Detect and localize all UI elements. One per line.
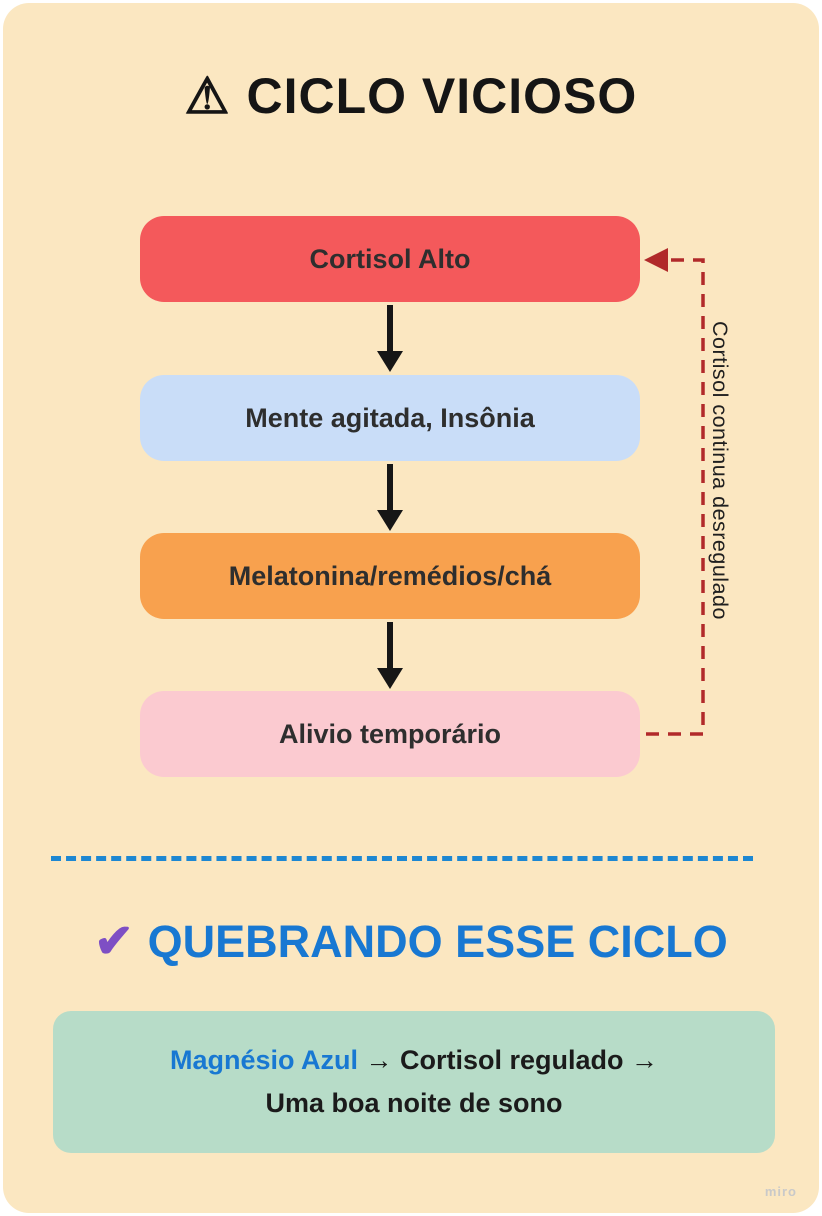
solution-line-1: Magnésio Azul → Cortisol regulado →: [170, 1039, 658, 1082]
warning-icon: ⚠: [184, 68, 231, 124]
feedback-arrowhead-icon: [644, 248, 668, 272]
down-arrow-icon: [387, 464, 393, 510]
flow-step-mente-agitada: Mente agitada, Insônia: [140, 375, 640, 461]
page-title-text: CICLO VICIOSO: [246, 68, 638, 124]
down-arrow-icon: [387, 305, 393, 351]
page-title: ⚠ CICLO VICIOSO: [3, 67, 819, 125]
solution-highlight: Magnésio Azul: [169, 1045, 358, 1075]
flow-step-alivio-temporario: Alivio temporário: [140, 691, 640, 777]
arrow-right-icon: →: [365, 1045, 393, 1075]
flow-step-label: Melatonina/remédios/chá: [228, 560, 552, 591]
flow-step-label: Alivio temporário: [278, 718, 502, 749]
check-icon: ✔: [94, 914, 134, 967]
section-divider: [51, 856, 753, 861]
feedback-label: Cortisol continua desregulado: [708, 321, 732, 620]
solution-box: Magnésio Azul → Cortisol regulado → Uma …: [53, 1011, 775, 1153]
down-arrow-icon: [387, 622, 393, 668]
flow-step-melatonina: Melatonina/remédios/chá: [140, 533, 640, 619]
flow-step-label: Mente agitada, Insônia: [245, 402, 535, 433]
miro-watermark: miro: [764, 1184, 797, 1199]
feedback-loop-path: [646, 258, 705, 736]
solution-line-2: Uma boa noite de sono: [265, 1088, 563, 1118]
breaking-title: ✔ QUEBRANDO ESSE CICLO: [3, 913, 819, 969]
breaking-title-text: QUEBRANDO ESSE CICLO: [147, 916, 728, 967]
solution-text: Cortisol regulado: [400, 1045, 624, 1075]
arrow-right-icon: →: [631, 1045, 659, 1075]
flow-step-cortisol-alto: Cortisol Alto: [140, 216, 640, 302]
flow-step-label: Cortisol Alto: [309, 243, 471, 274]
poster-card: ⚠ CICLO VICIOSO Cortisol Alto Mente agita…: [3, 3, 819, 1213]
